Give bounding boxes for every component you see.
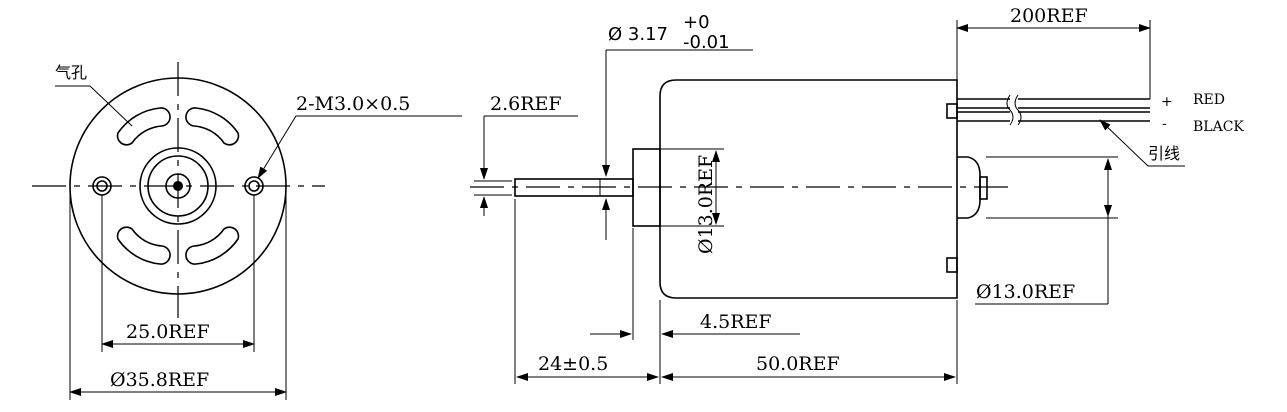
outer-diameter-dimension: Ø35.8REF bbox=[110, 369, 209, 391]
mount-hole-left-inner bbox=[96, 180, 108, 192]
shaft-end bbox=[173, 181, 183, 191]
lead-wire-label: 引线 bbox=[1148, 144, 1180, 163]
hub-ring-inner bbox=[165, 173, 191, 199]
minus-sign: - bbox=[1162, 116, 1167, 132]
rear-shaft-stub bbox=[979, 176, 988, 200]
thread-label-leader bbox=[257, 115, 462, 179]
hub-ring-outer bbox=[139, 147, 217, 225]
vent-hole-label: 气孔 bbox=[55, 63, 87, 82]
flat-ref-dimension: 2.6REF bbox=[490, 93, 562, 115]
plus-sign: + bbox=[1161, 94, 1173, 110]
side-view: + RED - BLACK 引线 200REF Ø 3.17 +0 -0.01 … bbox=[470, 5, 1244, 384]
wire-break-left bbox=[1006, 94, 1014, 126]
hub-ring-middle bbox=[147, 155, 209, 217]
shaft-tolerance-upper: +0 bbox=[683, 12, 710, 33]
shaft-length-dimension: 24±0.5 bbox=[538, 353, 608, 375]
red-wire-label: RED bbox=[1193, 92, 1225, 108]
boss-diameter-dimension: Ø13.0REF bbox=[695, 155, 717, 254]
terminal-tab-bottom bbox=[946, 257, 958, 273]
vent-label-leader bbox=[55, 85, 133, 127]
vent-slot-top-left bbox=[116, 107, 171, 146]
terminal-tab-top bbox=[946, 103, 958, 119]
vent-slot-top-right bbox=[185, 107, 240, 146]
lead-wire-leader bbox=[1099, 119, 1185, 167]
vent-slot-bottom-right bbox=[185, 226, 240, 265]
rear-boss-diameter-dimension: Ø13.0REF bbox=[976, 281, 1075, 303]
lead-length-dimension: 200REF bbox=[1010, 5, 1088, 27]
shaft-diameter-dimension: Ø 3.17 bbox=[608, 24, 668, 45]
hole-spacing-dimension: 25.0REF bbox=[126, 321, 210, 343]
black-wire-label: BLACK bbox=[1193, 119, 1244, 135]
vent-slot-bottom-left bbox=[116, 226, 171, 265]
motor-body-outline bbox=[659, 79, 958, 299]
body-length-dimension: 50.0REF bbox=[756, 353, 840, 375]
thread-spec-label: 2-M3.0×0.5 bbox=[296, 93, 410, 115]
boss-length-dimension: 4.5REF bbox=[700, 311, 772, 333]
mount-hole-right-inner bbox=[248, 180, 260, 192]
front-view: 气孔 2-M3.0×0.5 25.0REF Ø35.8REF bbox=[32, 62, 462, 400]
shaft-tolerance-lower: -0.01 bbox=[683, 32, 730, 53]
